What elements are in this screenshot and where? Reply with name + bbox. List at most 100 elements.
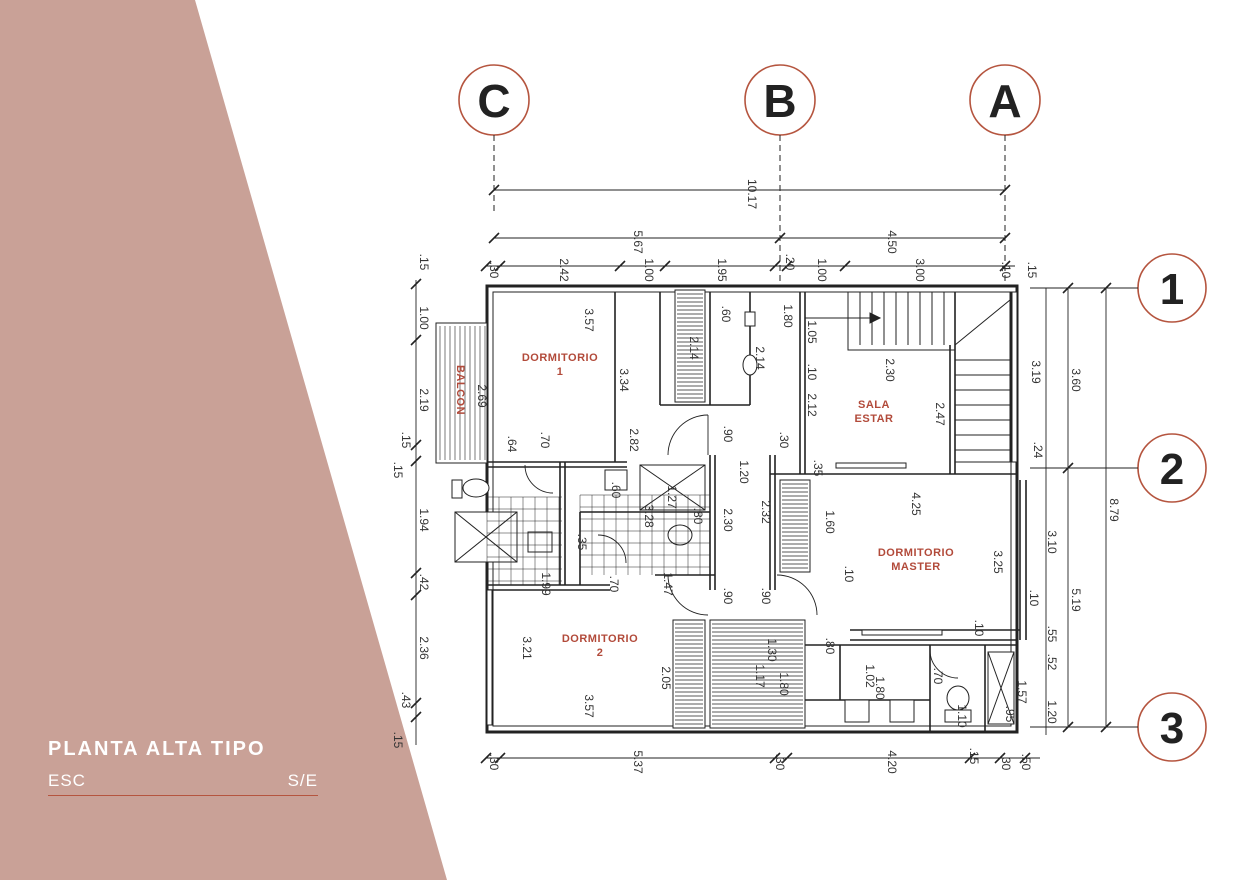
dimension-label: 1.05: [805, 320, 819, 344]
room-label-estar: ESTAR: [855, 413, 894, 425]
dimension-label: 2.69: [475, 384, 489, 408]
dimension-label: .15: [399, 432, 413, 449]
dimension-label: .30: [777, 432, 791, 449]
dimension-label: .15: [417, 254, 431, 271]
dimension-label: .30: [487, 262, 501, 279]
dimension-label: 3.00: [913, 258, 927, 282]
bathroom-fixtures: [451, 311, 1015, 725]
dimension-label: 3.21: [520, 636, 534, 660]
interior-walls: [487, 292, 1027, 732]
dimension-label: .60: [719, 306, 733, 323]
dimension-label: .80: [823, 638, 837, 655]
dimension-ticks: [410, 184, 1112, 764]
dimension-label: .20: [783, 254, 797, 271]
dimension-label: .10: [999, 262, 1013, 279]
dimension-label: .15: [391, 732, 405, 749]
dimension-label: .42: [417, 574, 431, 591]
dimension-label: 2.19: [417, 388, 431, 412]
room-label-dormitorio-1: DORMITORIO: [522, 352, 598, 364]
title-block: PLANTA ALTA TIPO ESC S/E: [48, 738, 318, 796]
dimension-label: .80: [691, 508, 705, 525]
dimension-label: 2.82: [627, 428, 641, 452]
dimension-label: 1.80: [781, 304, 795, 328]
dimension-label: .90: [721, 588, 735, 605]
dimension-label: .35: [811, 460, 825, 477]
dimension-label: .15: [1025, 262, 1039, 279]
dimension-label: .64: [505, 436, 519, 453]
dimension-label: .24: [1031, 442, 1045, 459]
dimension-label-overall-width: 10.17: [745, 179, 759, 209]
dimension-label: 1.60: [823, 510, 837, 534]
dimension-label: .30: [773, 754, 787, 771]
dimension-label: 3.57: [582, 308, 596, 332]
dimension-label: 1.20: [1045, 700, 1059, 724]
dimension-label: 2.14: [753, 346, 767, 370]
column-axis-label: B: [763, 75, 796, 127]
column-axis-label: C: [477, 75, 510, 127]
room-label-dormitorio-1-number: 1: [557, 366, 564, 378]
dimension-label: .10: [1027, 590, 1041, 607]
dimension-label: .10: [972, 620, 986, 637]
dimension-label: 3.28: [642, 504, 656, 528]
dimension-label: 3.10: [1045, 530, 1059, 554]
row-axis-2: 2: [1030, 433, 1207, 503]
dimension-label: 1.00: [417, 306, 431, 330]
windows: [486, 291, 1018, 726]
scale-value: S/E: [287, 771, 318, 790]
row-axis-label: 1: [1160, 265, 1184, 314]
row-axis-3: 3: [1030, 692, 1207, 762]
dimension-label: .30: [487, 754, 501, 771]
dimension-label: 4.50: [885, 230, 899, 254]
dimension-label: 2.14: [687, 336, 701, 360]
dimension-label: .70: [607, 576, 621, 593]
balcony: [435, 322, 488, 464]
dimension-label: .43: [399, 692, 413, 709]
dimension-label: .90: [759, 588, 773, 605]
column-axis-a: A: [969, 64, 1041, 285]
dimension-label: 3.34: [617, 368, 631, 392]
door-swings: [524, 414, 959, 679]
stairs: [805, 291, 1011, 463]
dimension-label: 1.99: [539, 572, 553, 596]
dimension-label: .95: [1003, 706, 1017, 723]
dimension-label: 5.67: [631, 230, 645, 254]
column-axis-label: A: [988, 75, 1021, 127]
dimension-label: .50: [1019, 754, 1033, 771]
column-axis-b: B: [744, 64, 816, 285]
dimension-label: 3.57: [582, 694, 596, 718]
dimension-label: 1.57: [1015, 680, 1029, 704]
dimension-label: .10: [842, 566, 856, 583]
dimension-label: 5.19: [1069, 588, 1083, 612]
dimension-label: .70: [931, 668, 945, 685]
dimension-label: 1.00: [815, 258, 829, 282]
dimension-label: 1.30: [765, 638, 779, 662]
dimension-label: 2.36: [417, 636, 431, 660]
dimension-label: 1.17: [753, 664, 767, 688]
dimension-label: 1.00: [642, 258, 656, 282]
dimension-label: 2.32: [759, 500, 773, 524]
dimension-label: 1.02: [863, 664, 877, 688]
dimension-label: 5.37: [631, 750, 645, 774]
dimension-label: 1.27: [665, 485, 679, 509]
room-label-master: MASTER: [891, 561, 940, 573]
decorative-band: [0, 0, 447, 880]
dimension-label: 4.25: [909, 492, 923, 516]
dimension-label: 2.12: [805, 393, 819, 417]
row-axis-1: 1: [1030, 253, 1207, 323]
scale-row: ESC S/E: [48, 771, 318, 796]
dimension-label: 8.79: [1107, 498, 1121, 522]
dimension-label: .70: [538, 432, 552, 449]
dimension-label: 2.30: [883, 358, 897, 382]
balcony-hatch: [439, 326, 486, 460]
dimension-label: 2.47: [933, 402, 947, 426]
room-label-dormitorio-2: DORMITORIO: [562, 633, 638, 645]
plan-title: PLANTA ALTA TIPO: [48, 738, 266, 760]
row-axis-label: 2: [1160, 445, 1184, 494]
dimension-label: 1.95: [715, 258, 729, 282]
bathroom-tiles: [486, 494, 710, 585]
dimension-label: 1.94: [417, 508, 431, 532]
dimension-label: .60: [609, 482, 623, 499]
